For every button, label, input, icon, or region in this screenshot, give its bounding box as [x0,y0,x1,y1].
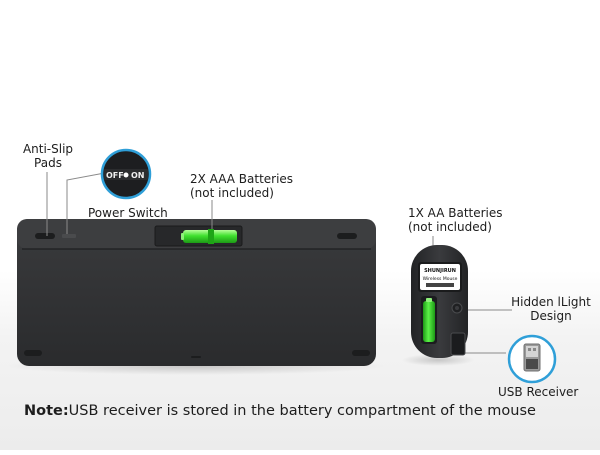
note-body: USB receiver is stored in the battery co… [68,403,536,419]
aa-battery-icon [423,298,435,342]
mouse-batteries-label: 1X AA Batteries (not included) [408,206,503,234]
anti-slip-line1: Anti-Slip [22,142,74,156]
keyboard-batteries-line1: 2X AAA Batteries [190,172,294,186]
mouse-sticker-product: Wireless Mouse [423,276,458,282]
note-text: Note:USB receiver is stored in the batte… [24,403,536,419]
power-switch-slot [62,234,76,238]
power-switch-label: Power Switch [88,206,168,220]
keyboard-batteries-line2: (not included) [190,186,274,200]
keyboard-batteries-label: 2X AAA Batteries (not included) [190,172,293,200]
mouse-batteries-line1: 1X AA Batteries [408,206,503,220]
mouse-sticker-brand: SHUNJIRUN [424,268,456,274]
hidden-light-label: Hidden lLight Design [510,295,592,323]
anti-slip-pad-bottom-right [352,350,370,356]
mouse-batteries-line2: (not included) [408,220,492,234]
switch-off-text: OFF [106,171,124,180]
anti-slip-line2: Pads [34,156,62,170]
hidden-light-line2: Design [530,309,572,323]
hidden-light-line1: Hidden lLight [511,295,591,309]
anti-slip-pad-top-left [35,233,55,239]
power-switch-callout: OFF ON [100,148,152,200]
usb-receiver-label: USB Receiver [498,385,579,399]
switch-on-text: ON [131,171,145,180]
anti-slip-pad-top-right [337,233,357,239]
mouse-bottom: SHUNJIRUN Wireless Mouse [411,245,468,358]
aaa-batteries-icon [181,229,237,244]
usb-receiver-callout [507,334,557,384]
mouse-shadow [402,354,474,366]
anti-slip-pad-bottom-left [24,350,42,356]
anti-slip-pads-label: Anti-Slip Pads [18,142,78,170]
note-prefix: Note: [24,403,69,419]
keyboard-back [17,219,376,366]
